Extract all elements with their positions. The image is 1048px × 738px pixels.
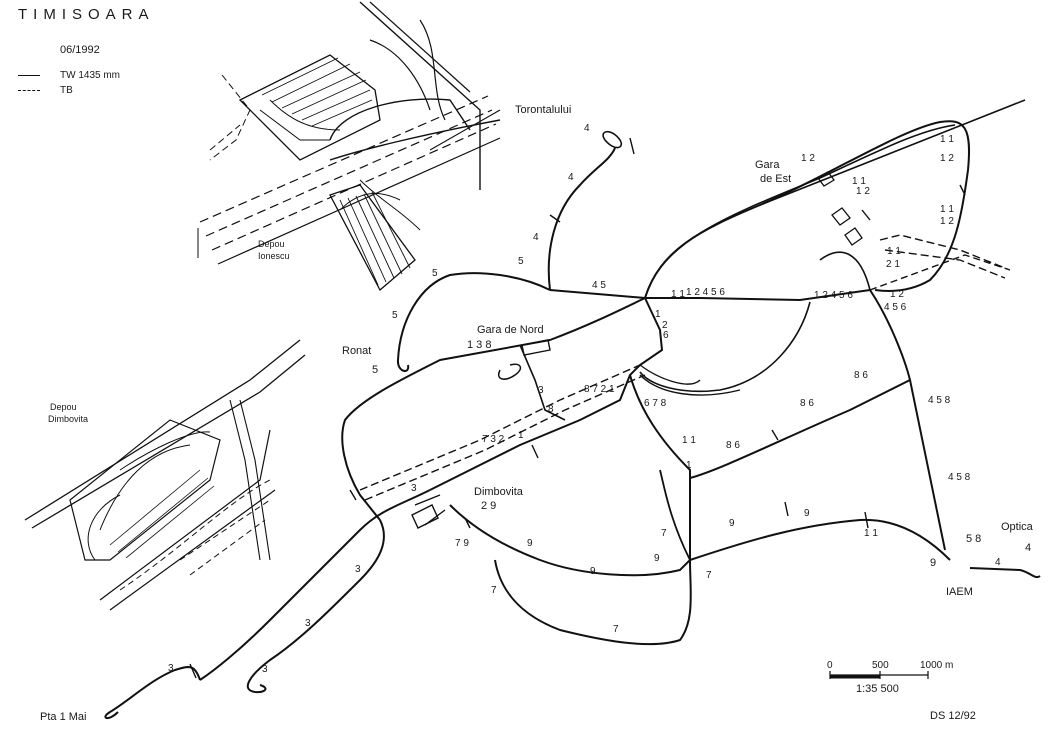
route-label: 2 bbox=[662, 320, 668, 331]
route-label: 4 bbox=[568, 172, 574, 183]
station-ronat-lines: 5 bbox=[372, 364, 379, 376]
station-gara-de-est-lines: 1 2 bbox=[801, 153, 815, 164]
route-label: 4 5 bbox=[592, 280, 606, 291]
route-label: 3 bbox=[262, 664, 268, 675]
route-label: 9 bbox=[729, 518, 735, 529]
route-label: 3 bbox=[411, 483, 417, 494]
station-torontalului: Torontalului bbox=[515, 104, 572, 116]
route-label: 1 1 bbox=[671, 289, 685, 300]
route-label: 4 bbox=[995, 557, 1001, 568]
route-label: 3 bbox=[168, 663, 174, 674]
route-label: 1 2 bbox=[856, 186, 870, 197]
station-gara-de-nord: Gara de Nord bbox=[477, 324, 544, 336]
station-iaem: IAEM bbox=[946, 586, 973, 598]
route-label: 8 7 2 1 bbox=[584, 384, 615, 395]
route-label: 1 bbox=[655, 309, 661, 320]
route-label: 1 2 bbox=[940, 153, 954, 164]
station-dimbovita: Dimbovita bbox=[474, 486, 523, 498]
station-ronat: Ronat bbox=[342, 345, 372, 357]
depou-dimbovita-label-2: Dimbovita bbox=[48, 414, 89, 424]
station-dimbovita-lines: 2 9 bbox=[481, 500, 497, 512]
route-label: 4 bbox=[533, 232, 539, 243]
map-credit: DS 12/92 bbox=[930, 710, 976, 722]
route-label: 6 7 8 bbox=[644, 398, 667, 409]
route-label: 4 5 8 bbox=[928, 395, 951, 406]
route-label: 8 6 bbox=[726, 440, 740, 451]
depou-ionescu-label-2: Ionescu bbox=[258, 251, 290, 261]
route-label: 6 bbox=[663, 330, 669, 341]
station-optica-lines: 4 bbox=[1025, 542, 1032, 554]
route-label: 9 bbox=[590, 566, 596, 577]
route-label: 1 2 4 5 6 bbox=[686, 287, 725, 298]
legend-tram-line-icon bbox=[18, 75, 40, 76]
route-label: 1 2 bbox=[890, 289, 904, 300]
station-iaem-lines: 5 8 bbox=[966, 533, 982, 545]
route-label: 7 bbox=[661, 528, 667, 539]
legend-trolleybus-line-icon bbox=[18, 90, 40, 91]
scale-tick-500: 500 bbox=[872, 660, 889, 671]
route-label: 5 bbox=[518, 256, 524, 267]
depou-dimbovita-inset bbox=[24, 339, 306, 611]
station-gara-de-est-2: de Est bbox=[760, 173, 792, 185]
scale-bar bbox=[829, 671, 929, 679]
station-gara-de-nord-lines: 1 3 8 bbox=[467, 339, 492, 351]
depou-ionescu-label-1: Depou bbox=[258, 239, 285, 249]
tram-network bbox=[104, 99, 1041, 719]
legend-tram-label: TW 1435 mm bbox=[60, 70, 121, 81]
legend-trolleybus-label: TB bbox=[60, 85, 73, 96]
route-label: 8 6 bbox=[800, 398, 814, 409]
route-label: 1 1 bbox=[864, 528, 878, 539]
city-title: TIMISOARA bbox=[18, 6, 155, 23]
crossing-ticks bbox=[189, 137, 966, 679]
route-label: 9 bbox=[804, 508, 810, 519]
route-label: 7 3 2 bbox=[482, 434, 505, 445]
route-label: 1 1 bbox=[682, 435, 696, 446]
station-optica: Optica bbox=[1001, 521, 1033, 533]
route-label: 1 1 bbox=[940, 204, 954, 215]
route-label: 4 5 6 bbox=[884, 302, 907, 313]
route-label: 3 bbox=[538, 385, 544, 396]
route-label: 1 2 bbox=[940, 216, 954, 227]
map-date: 06/1992 bbox=[60, 44, 100, 56]
depou-dimbovita-label-1: Depou bbox=[50, 402, 77, 412]
scale-tick-1000: 1000 m bbox=[920, 660, 954, 671]
route-label: 2 1 bbox=[886, 259, 900, 270]
route-label: 1 1 bbox=[940, 134, 954, 145]
route-label: 1 1 bbox=[852, 176, 866, 187]
trolleybus-lines bbox=[359, 234, 1006, 501]
route-label: 1 bbox=[686, 460, 692, 471]
route-label: 7 bbox=[706, 570, 712, 581]
route-label: 3 bbox=[355, 564, 361, 575]
route-label: 9 bbox=[527, 538, 533, 549]
route-label: 7 9 bbox=[455, 538, 469, 549]
route-label: 5 bbox=[392, 310, 398, 321]
route-label: 1 bbox=[518, 430, 524, 441]
route-label: 9 bbox=[654, 553, 660, 564]
route-label: 1 2 4 5 6 bbox=[814, 290, 853, 301]
route-label: 3 bbox=[305, 618, 311, 629]
scale-ratio: 1:35 500 bbox=[856, 683, 899, 695]
route-label: 5 bbox=[432, 268, 438, 279]
station-iaem-lines-left: 9 bbox=[930, 557, 937, 569]
route-label: 8 bbox=[548, 404, 554, 415]
route-label: 4 5 8 bbox=[948, 472, 971, 483]
route-label: 7 bbox=[613, 624, 619, 635]
route-label: 7 bbox=[491, 585, 497, 596]
scale-tick-0: 0 bbox=[827, 660, 833, 671]
station-gara-de-est-1: Gara bbox=[755, 159, 780, 171]
route-label: 1 1 bbox=[887, 246, 901, 257]
station-pta-1-mai: Pta 1 Mai bbox=[40, 711, 87, 723]
depou-ionescu-inset bbox=[197, 1, 501, 292]
route-label: 8 6 bbox=[854, 370, 868, 381]
station-torontalului-lines: 4 bbox=[584, 123, 590, 134]
